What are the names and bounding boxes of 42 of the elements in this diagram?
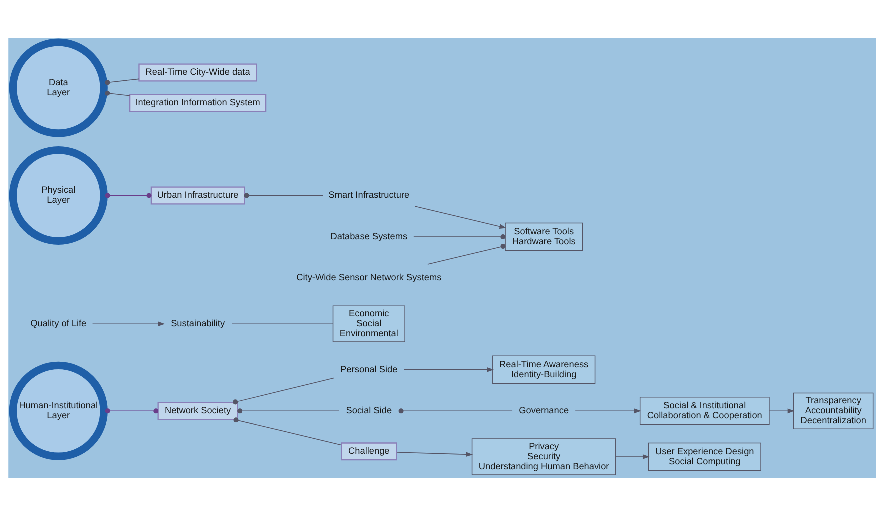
arrow	[769, 408, 795, 414]
node-circle: Physical Layer	[9, 146, 108, 245]
node-text: Sustainability	[171, 318, 226, 328]
node-text: Quality of Life	[30, 318, 87, 328]
node-box: Real-Time Awareness Identity-Building	[492, 355, 596, 384]
node-box: Real-Time City-Wide data	[138, 63, 258, 82]
connector	[414, 234, 506, 240]
connector	[238, 408, 340, 414]
connector	[105, 78, 140, 85]
connector	[233, 377, 334, 404]
arrow	[396, 452, 474, 457]
arrow	[616, 454, 650, 459]
connector	[232, 323, 334, 324]
node-text: Governance	[519, 405, 570, 416]
node-box: Privacy Security Understanding Human Behavior	[472, 438, 616, 475]
connector	[244, 192, 324, 198]
arrow	[404, 367, 494, 372]
connector	[398, 408, 513, 414]
node-box: User Experience Design Social Computing	[648, 442, 762, 471]
connector	[234, 417, 342, 446]
node-text: Social Side	[346, 405, 392, 416]
node-box: Integration Information System	[130, 94, 267, 112]
connector	[105, 192, 152, 198]
node-text: City-Wide Sensor Network Systems	[296, 272, 442, 282]
connector	[105, 408, 159, 414]
connector	[105, 90, 130, 96]
node-text: Smart Infrastructure	[328, 190, 410, 200]
node-circle: Human-Institutional Layer	[9, 361, 108, 460]
node-circle: Data Layer	[9, 38, 108, 137]
arrow	[414, 206, 507, 229]
node-box: Transparency Accountability Decentralization	[794, 392, 874, 429]
node-box: Urban Infrastructure	[150, 186, 246, 204]
connector	[428, 244, 506, 264]
node-box: Network Society	[158, 402, 238, 420]
node-text: Personal Side	[340, 364, 398, 374]
node-box: Economic Social Environmental	[332, 305, 406, 342]
node-box: Social & Institutional Collaboration & Cooperation	[640, 396, 770, 425]
arrow	[92, 321, 166, 326]
node-box: Software Tools Hardware Tools	[505, 222, 584, 251]
node-box: Challenge	[341, 442, 398, 460]
arrow	[575, 408, 642, 414]
node-text: Database Systems	[330, 230, 408, 241]
